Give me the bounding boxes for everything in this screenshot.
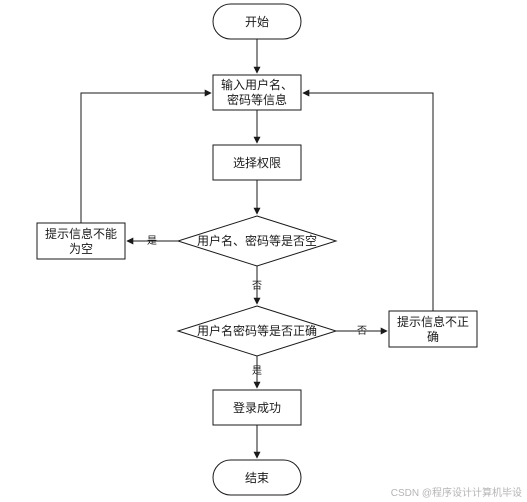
edge-empty-message-back-to-input — [80, 89, 212, 223]
correct-check-decision: 用户名密码等是否正确 — [176, 305, 338, 357]
select-permission-node: 选择权限 — [212, 144, 302, 181]
empty-message-line1: 提示信息不能 — [45, 226, 117, 241]
correct-check-label: 用户名密码等是否正确 — [197, 323, 317, 338]
empty-message-line2: 为空 — [69, 242, 93, 256]
error-message-line1: 提示信息不正 — [397, 314, 469, 329]
end-label: 结束 — [245, 471, 269, 485]
error-message-node: 提示信息不正 确 — [388, 310, 478, 348]
input-credentials-line1: 输入用户名、 — [221, 77, 293, 92]
error-message-line2: 确 — [427, 330, 439, 344]
edge-correct-yes-label: 是 — [252, 365, 262, 377]
empty-check-decision: 用户名、密码等是否空 — [176, 215, 338, 267]
login-success-node: 登录成功 — [212, 389, 302, 426]
empty-check-label: 用户名、密码等是否空 — [197, 233, 317, 248]
empty-message-node: 提示信息不能 为空 — [36, 222, 126, 260]
login-success-label: 登录成功 — [233, 400, 281, 415]
edge-error-message-back-to-input — [302, 89, 434, 311]
select-permission-label: 选择权限 — [233, 156, 281, 170]
edge-correct-no-label: 否 — [357, 325, 367, 337]
edge-empty-no-label: 否 — [252, 280, 262, 292]
edge-empty-yes-label: 是 — [147, 235, 157, 247]
input-credentials-line2: 密码等信息 — [227, 92, 287, 107]
watermark-text: CSDN @程序设计计算机毕设 — [391, 486, 522, 499]
end-node: 结束 — [212, 459, 302, 496]
input-credentials-node: 输入用户名、 密码等信息 — [212, 74, 302, 111]
start-label: 开始 — [245, 15, 269, 29]
start-node: 开始 — [212, 3, 302, 40]
